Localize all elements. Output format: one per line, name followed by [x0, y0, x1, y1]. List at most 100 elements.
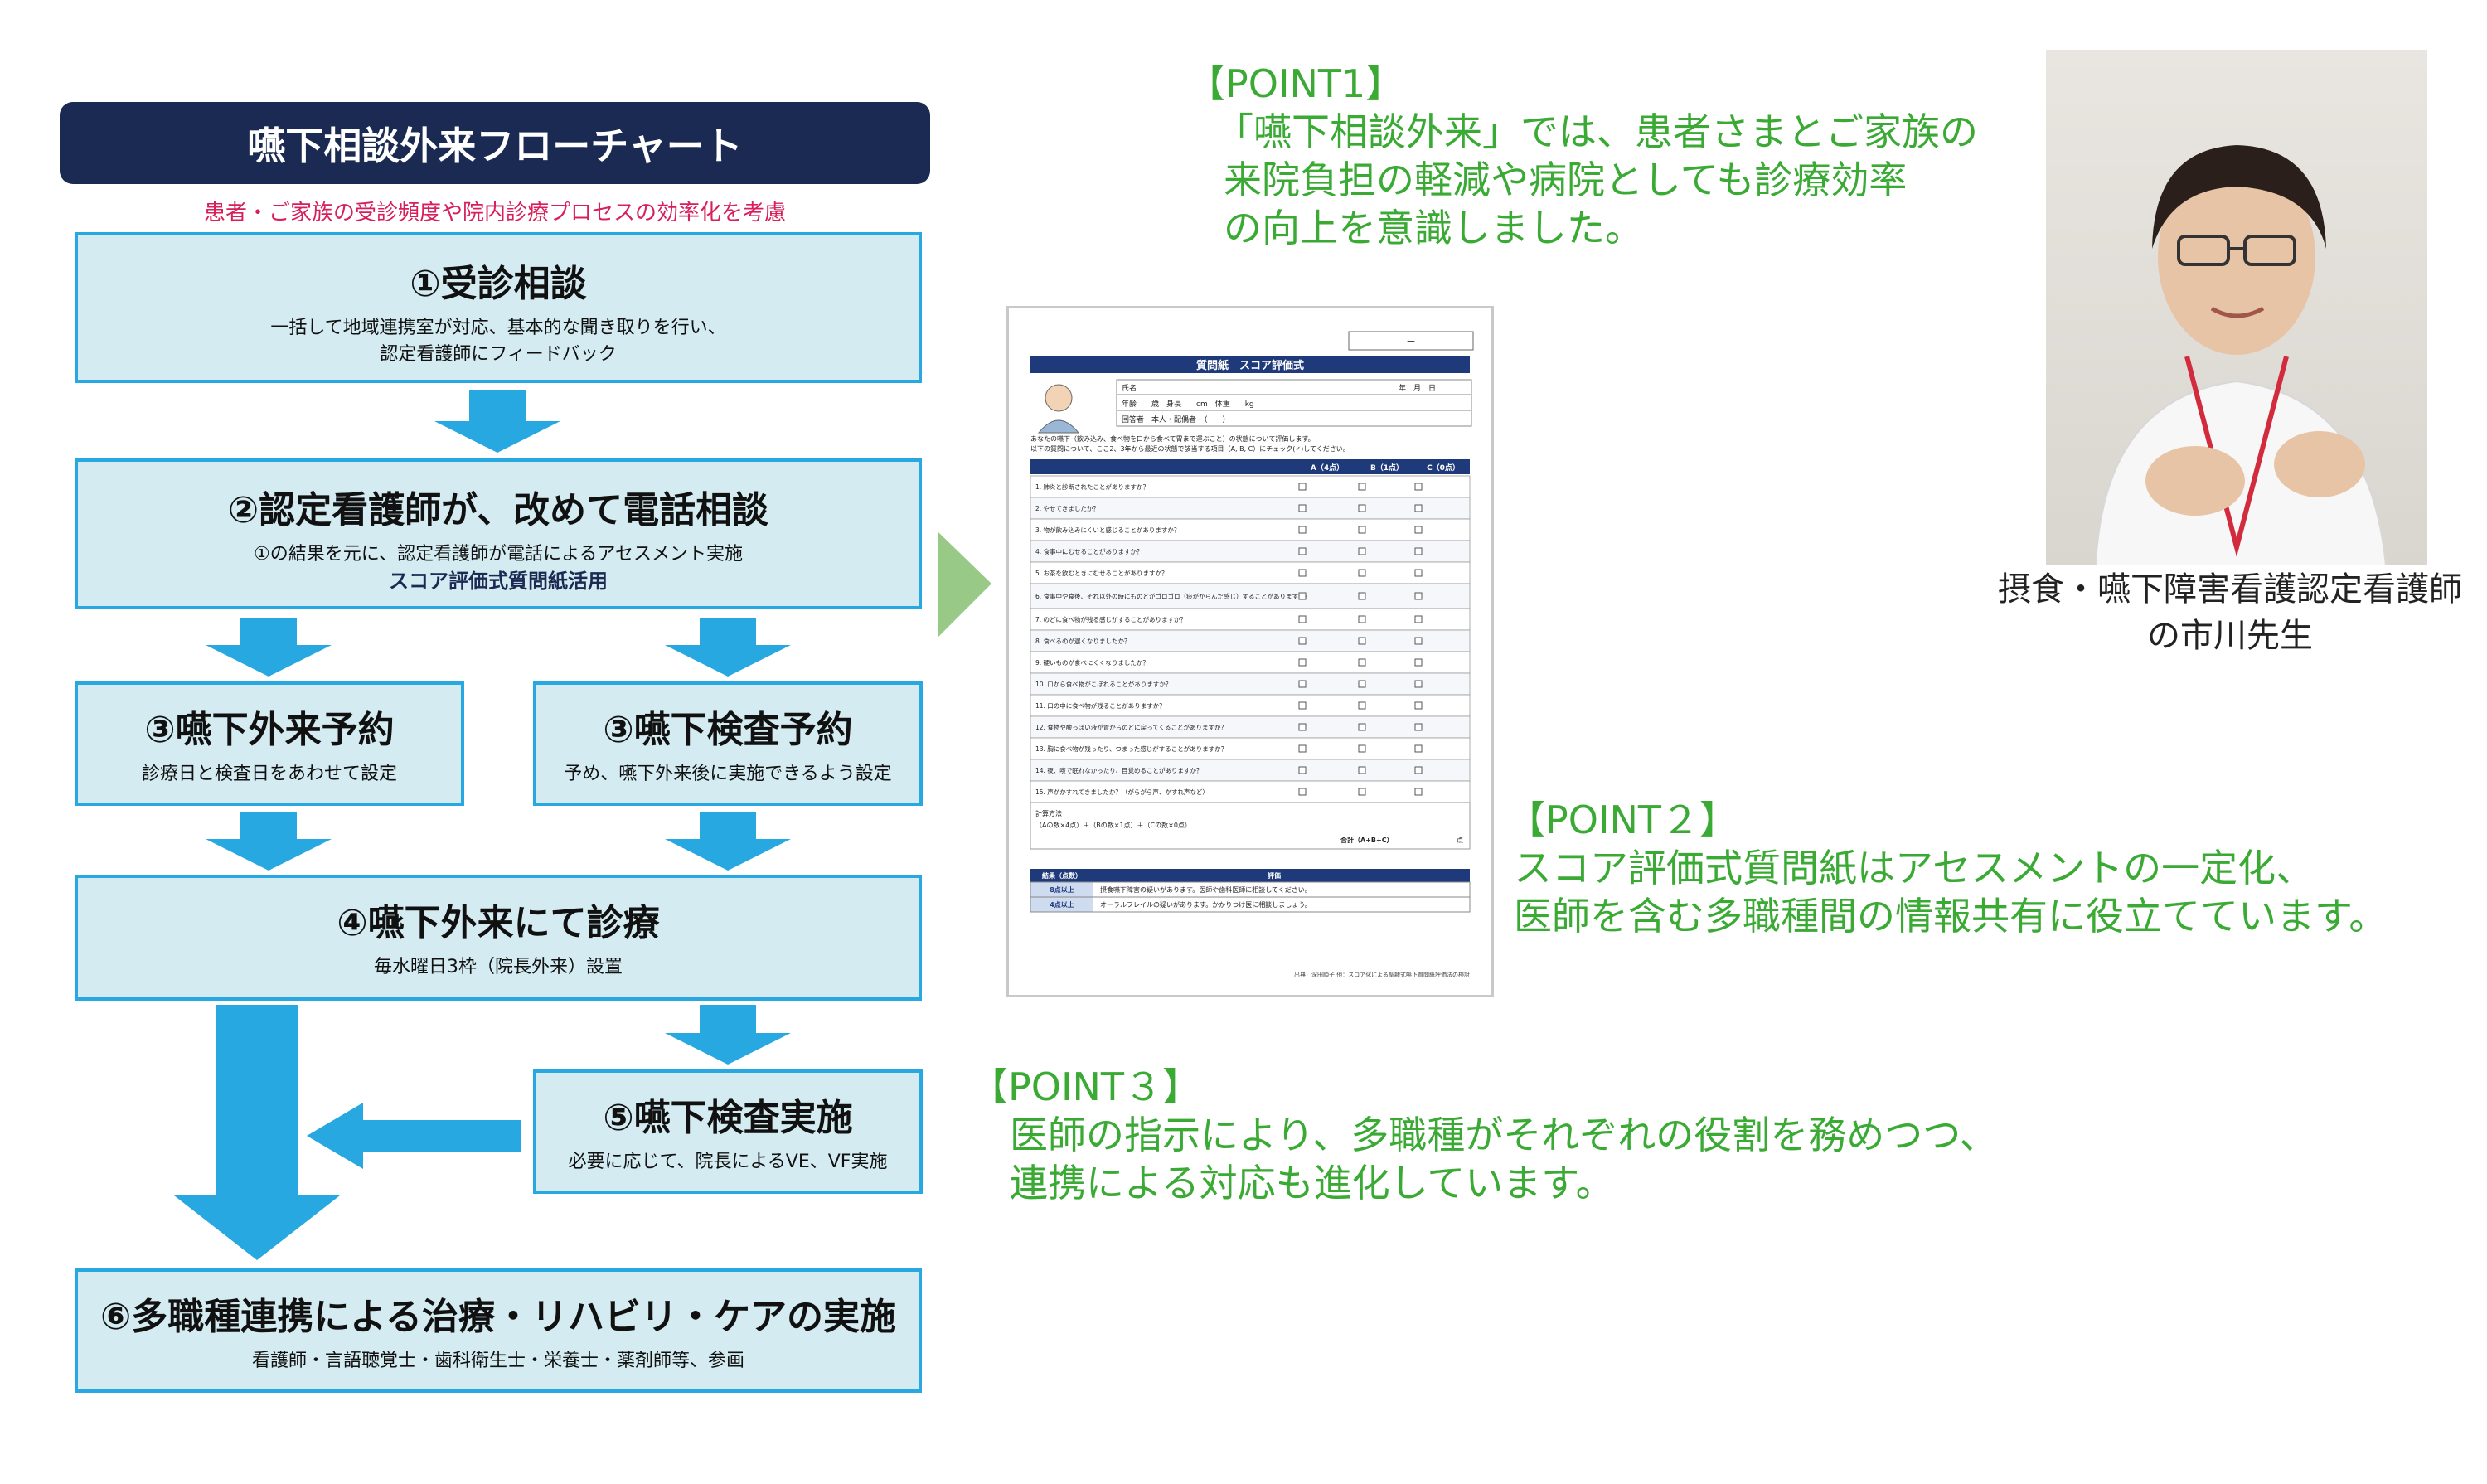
total-label: 合計（A+B+C） — [1340, 836, 1394, 844]
answer-checkbox[interactable] — [1358, 680, 1366, 688]
question-row — [1030, 518, 1471, 541]
step2-title: ②認定看護師が、改めて電話相談 — [227, 489, 769, 531]
question-row — [1030, 629, 1471, 652]
answer-checkbox[interactable] — [1298, 483, 1307, 491]
point3: 【POINT３】 医師の指示により、多職種がそれぞれの役割を務めつつ、 連携によ… — [970, 1063, 1997, 1207]
point1-line1: 「嚥下相談外来」では、患者さまとご家族の — [1215, 109, 1978, 154]
answer-checkbox[interactable] — [1414, 658, 1423, 667]
step3a-desc: 診療日と検査日をあわせて設定 — [141, 764, 397, 784]
flowchart-title: 嚥下相談外来フローチャート — [60, 102, 930, 184]
answer-checkbox[interactable] — [1358, 788, 1366, 796]
answer-checkbox[interactable] — [1298, 701, 1307, 710]
answer-checkbox[interactable] — [1414, 504, 1423, 512]
answer-checkbox[interactable] — [1358, 723, 1366, 731]
answer-checkbox[interactable] — [1414, 723, 1423, 731]
id-box — [1348, 331, 1474, 351]
flowchart-subtitle: 患者・ご家族の受診頻度や院内診療プロセスの効率化を考慮 — [203, 201, 786, 226]
answer-checkbox[interactable] — [1358, 766, 1366, 774]
answer-checkbox[interactable] — [1358, 483, 1366, 491]
question-row — [1030, 737, 1471, 760]
answer-checkbox[interactable] — [1358, 701, 1366, 710]
answer-checkbox[interactable] — [1298, 766, 1307, 774]
point1-label: 【POINT1】 — [1187, 61, 1404, 106]
question-row — [1030, 583, 1471, 609]
answer-checkbox[interactable] — [1414, 788, 1423, 796]
arrow-3a-4 — [206, 812, 332, 871]
answer-checkbox[interactable] — [1414, 526, 1423, 534]
step3b-desc: 予め、嚥下外来後に実施できるよう設定 — [564, 764, 892, 784]
arrow-4-6 — [174, 1005, 340, 1260]
question-text: 3. 物が飲み込みにくいと感じることがありますか？ — [1035, 526, 1180, 534]
answer-checkbox[interactable] — [1414, 569, 1423, 577]
answer-checkbox[interactable] — [1358, 504, 1366, 512]
answer-checkbox[interactable] — [1298, 526, 1307, 534]
nurse-photo — [2046, 50, 2427, 565]
step3a-box: ③嚥下外来予約 診療日と検査日をあわせて設定 — [75, 681, 464, 806]
answer-checkbox[interactable] — [1414, 592, 1423, 600]
arrow-2-3b — [665, 618, 791, 677]
answer-checkbox[interactable] — [1298, 592, 1307, 600]
point2-label: 【POINT２】 — [1507, 798, 1738, 842]
point2-line2: 医師を含む多職種間の情報共有に役立てています。 — [1514, 894, 2388, 938]
header-date: 年 月 日 — [1399, 383, 1436, 393]
questionnaire-source: 出典）深田順子 他：スコア化による聖隷式嚥下質問紙評価法の検討 — [1294, 971, 1470, 978]
answer-checkbox[interactable] — [1298, 680, 1307, 688]
answer-checkbox[interactable] — [1414, 483, 1423, 491]
answer-checkbox[interactable] — [1358, 744, 1366, 753]
eval-head: 評価 — [1268, 871, 1281, 880]
step5-desc: 必要に応じて、院長によるVE、VF実施 — [568, 1152, 888, 1172]
question-row — [1030, 651, 1471, 674]
question-row — [1030, 608, 1471, 631]
answer-checkbox[interactable] — [1414, 615, 1423, 623]
answer-checkbox[interactable] — [1358, 615, 1366, 623]
point3-line1: 医師の指示により、多職種がそれぞれの役割を務めつつ、 — [1010, 1113, 1998, 1157]
answer-checkbox[interactable] — [1414, 637, 1423, 645]
answer-checkbox[interactable] — [1414, 701, 1423, 710]
answer-checkbox[interactable] — [1298, 788, 1307, 796]
step6-desc: 看護師・言語聴覚士・歯科衛生士・栄養士・薬剤師等、参画 — [251, 1351, 744, 1371]
step1-desc2: 認定看護師にフィードバック — [380, 344, 617, 365]
header-name: 氏名 — [1122, 383, 1137, 393]
answer-checkbox[interactable] — [1414, 766, 1423, 774]
answer-checkbox[interactable] — [1358, 637, 1366, 645]
step5-box: ⑤嚥下検査実施 必要に応じて、院長によるVE、VF実施 — [533, 1069, 923, 1194]
answer-checkbox[interactable] — [1298, 569, 1307, 577]
answer-checkbox[interactable] — [1298, 723, 1307, 731]
answer-checkbox[interactable] — [1358, 569, 1366, 577]
point1-line2: 来院負担の軽減や病院としても診療効率 — [1224, 158, 1908, 202]
caption-line2: の市川先生 — [2147, 617, 2313, 655]
answer-checkbox[interactable] — [1298, 504, 1307, 512]
step1-desc1: 一括して地域連携室が対応、基本的な聞き取りを行い、 — [270, 318, 726, 338]
answer-checkbox[interactable] — [1298, 744, 1307, 753]
question-footer: 計算方法 （Aの数×4点）＋（Bの数×1点）＋（Cの数×0点） 合計（A+B+C… — [1030, 802, 1471, 850]
step2-desc2: スコア評価式質問紙活用 — [389, 570, 608, 593]
arrow-4-5 — [665, 1005, 791, 1065]
question-text: 7. のどに食べ物が残る感じがすることがありますか？ — [1035, 615, 1186, 623]
answer-checkbox[interactable] — [1358, 526, 1366, 534]
answer-checkbox[interactable] — [1414, 547, 1423, 555]
answer-checkbox[interactable] — [1414, 744, 1423, 753]
header-respondent: 回答者 本人・配偶者・（ ） — [1122, 415, 1230, 424]
questionnaire-document: － 質問紙 スコア評価式 氏名 年 月 日 年齢 歳 身長 cm 体重 kg 回… — [1006, 306, 1494, 997]
step2-desc1: ①の結果を元に、認定看護師が電話によるアセスメント実施 — [254, 544, 743, 565]
question-text: 11. 口の中に食べ物が残ることがありますか？ — [1035, 701, 1166, 710]
question-text: 4. 食事中にむせることがありますか？ — [1035, 547, 1143, 555]
answer-checkbox[interactable] — [1358, 658, 1366, 667]
answer-checkbox[interactable] — [1298, 658, 1307, 667]
questionnaire-title: 質問紙 スコア評価式 — [1196, 359, 1304, 372]
question-row — [1030, 475, 1471, 498]
answer-checkbox[interactable] — [1298, 637, 1307, 645]
col-c-header: C（0点） — [1427, 463, 1460, 473]
header-age: 年齢 歳 身長 cm 体重 kg — [1122, 399, 1254, 409]
point2-line1: スコア評価式質問紙はアセスメントの一定化、 — [1514, 846, 2315, 890]
answer-checkbox[interactable] — [1298, 615, 1307, 623]
answer-checkbox[interactable] — [1298, 547, 1307, 555]
answer-checkbox[interactable] — [1358, 592, 1366, 600]
step3b-box: ③嚥下検査予約 予め、嚥下外来後に実施できるよう設定 — [533, 681, 923, 806]
question-text: 12. 食物や酸っぱい液が胃からのどに戻ってくることがありますか？ — [1035, 723, 1227, 731]
question-text: 15. 声がかすれてきましたか？（がらがら声、かすれ声など） — [1035, 788, 1209, 796]
answer-checkbox[interactable] — [1414, 680, 1423, 688]
answer-checkbox[interactable] — [1358, 547, 1366, 555]
question-text: 13. 胸に食べ物が残ったり、つまった感じがすることがありますか？ — [1035, 744, 1227, 753]
